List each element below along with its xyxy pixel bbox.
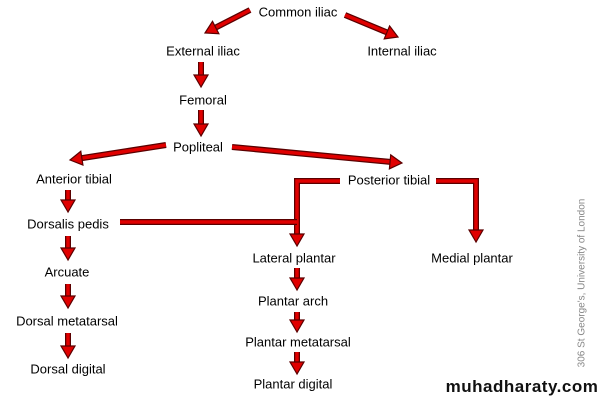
arrow-popliteal-to-posterior [231,144,404,170]
node-plantar-metatarsal: Plantar metatarsal [245,334,351,350]
node-medial-plantar: Medial plantar [431,250,513,266]
node-posterior-tibial: Posterior tibial [347,172,431,188]
watermark: muhadharaty.com [445,377,599,396]
node-dorsal-metatarsal: Dorsal metatarsal [16,313,118,329]
node-dorsal-digital: Dorsal digital [30,361,106,377]
node-anterior-tibial: Anterior tibial [36,171,112,187]
arrow-common-to-external [203,7,252,35]
arrow-arch-to-plantar-metatarsal [288,312,306,334]
arrowhead-icon [59,295,77,310]
credit-text: 306 St George's, University of London [576,198,588,368]
arrowhead-icon [203,20,220,35]
arrowhead-icon [59,199,77,214]
node-femoral: Femoral [179,92,227,108]
arrowhead-icon [192,123,210,138]
arrow-common-to-internal [343,12,400,40]
arrow-arcuate-to-dorsal-metatarsal [59,284,77,310]
node-dorsalis-pedis: Dorsalis pedis [27,216,109,232]
arrow-external-to-femoral [192,62,210,89]
arrow-lateral-to-arch [288,268,306,292]
arrow-posterior-to-lateral [288,178,340,248]
node-lateral-plantar: Lateral plantar [252,250,336,266]
arrowhead-icon [383,24,400,40]
arrow-popliteal-to-anterior [68,142,167,167]
arrow-posterior-to-medial [436,178,485,244]
node-internal-iliac: Internal iliac [367,43,437,59]
node-common-iliac: Common iliac [258,4,338,20]
arrow-plantar-metatarsal-to-digital [288,352,306,376]
arrow-femoral-to-popliteal [192,110,210,138]
arrowhead-icon [192,74,210,89]
node-plantar-arch: Plantar arch [257,293,329,309]
node-external-iliac: External iliac [166,43,240,59]
arrowhead-icon [288,361,306,376]
arrowhead-icon [59,345,77,360]
arrowhead-icon [467,229,485,244]
node-popliteal: Popliteal [173,139,223,155]
arrow-dorsalis-to-arcuate [59,236,77,262]
arrowhead-icon [59,247,77,262]
arrowhead-icon [288,277,306,292]
node-plantar-digital: Plantar digital [253,376,333,392]
arrowhead-icon [68,150,84,167]
arrow-dorsal-metatarsal-to-digital [59,333,77,360]
node-arcuate: Arcuate [44,264,90,280]
arrowhead-icon [288,319,306,334]
arrowhead-icon [288,233,306,248]
arrowhead-icon [388,153,404,170]
arrow-anterior-to-dorsalis [59,190,77,214]
